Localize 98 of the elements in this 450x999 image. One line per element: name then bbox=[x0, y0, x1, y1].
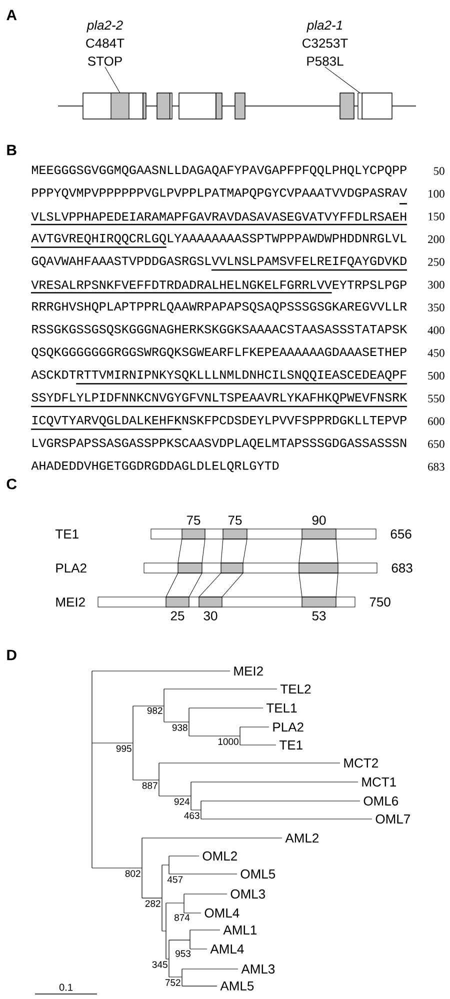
bootstrap-value: 938 bbox=[172, 724, 188, 731]
bootstrap-value: 874 bbox=[174, 914, 190, 921]
bootstrap-value: 995 bbox=[116, 745, 132, 752]
domain-box bbox=[302, 596, 336, 608]
position-number: 550 bbox=[428, 394, 444, 402]
alignment-connector bbox=[166, 572, 202, 598]
position-number: 683 bbox=[428, 462, 444, 471]
bootstrap-value: 463 bbox=[184, 812, 200, 819]
bootstrap-value: 752 bbox=[165, 979, 180, 986]
position-number: 350 bbox=[428, 304, 444, 312]
sequence-line: AHADEDDVHGETGGDRGDDAGLDLELQRLGYTD bbox=[31, 461, 279, 472]
sequence-line: VLSLVPPHAPEDEIARAMAPFGAVRAVDASAVASEGVATVYFFDLRSAEH bbox=[31, 212, 406, 221]
sequence-line: LVGRSPAPSSASGASSPPKSCAASVDPLAQELMTAPSSSGDGASSASSSN bbox=[32, 438, 406, 450]
position-number: 50 bbox=[434, 167, 444, 175]
alignment-connector bbox=[198, 572, 244, 598]
alignment-connector bbox=[298, 538, 338, 564]
protein-name: MEI2 bbox=[56, 597, 85, 607]
identity-value: 53 bbox=[312, 611, 326, 620]
scale-label: 0.1 bbox=[59, 984, 72, 991]
identity-value: 75 bbox=[228, 516, 242, 525]
panel-letter: B bbox=[7, 144, 16, 156]
taxon-label: AML2 bbox=[285, 833, 318, 843]
taxon-label: AML1 bbox=[223, 926, 257, 934]
alignment-connector bbox=[220, 538, 248, 564]
position-number: 200 bbox=[428, 235, 444, 244]
taxon-label: OML2 bbox=[202, 851, 237, 861]
panel-letter: D bbox=[7, 650, 16, 660]
protein-name: TE1 bbox=[56, 530, 78, 538]
taxon-label: TEL2 bbox=[280, 684, 311, 694]
bootstrap-value: 1000 bbox=[218, 738, 238, 745]
bootstrap-value: 282 bbox=[145, 900, 160, 907]
protein-length: 656 bbox=[390, 529, 412, 539]
position-number: 300 bbox=[428, 280, 444, 289]
position-number: 450 bbox=[428, 349, 444, 357]
taxon-label: PLA2 bbox=[273, 722, 304, 732]
panel-letter: C bbox=[6, 478, 17, 490]
sequence-line: ICQVTYARVQGLDALKEHFKNSKFPCDSDEYLPVVFSPPRDGKLLTEPVP bbox=[32, 416, 406, 427]
domain-box bbox=[298, 562, 338, 574]
domain-box bbox=[302, 528, 336, 540]
taxon-label: TE1 bbox=[280, 740, 302, 750]
domain-box bbox=[178, 562, 202, 574]
protein-length: 683 bbox=[392, 563, 412, 573]
leader-line bbox=[104, 66, 120, 94]
sequence-line: RSSGKGSSGSQSKGGGNAGHERKSKGGKSAAAACSTAASASSSTATAPSK bbox=[32, 324, 408, 336]
taxon-label: OML6 bbox=[364, 796, 398, 806]
identity-value: 75 bbox=[186, 516, 200, 525]
sequence-line: MEEGGGSGVGGMQGAASNLLDAGAQAFYPAVGAPFPFQQLPHQLYCPQPP bbox=[32, 166, 406, 176]
exon-box bbox=[358, 92, 362, 120]
taxon-label: AML5 bbox=[220, 981, 254, 991]
sequence-line: RRRGHVSHQPLAPTPPRLQAAWRPAPAPSQSAQPSSSGSGKAREGVVLLR bbox=[32, 302, 407, 313]
taxon-label: OML7 bbox=[376, 814, 410, 824]
domain-box bbox=[220, 562, 244, 574]
mutation-label: pla2-1 C3253T P583L bbox=[302, 20, 348, 66]
taxon-label: AML3 bbox=[241, 964, 275, 974]
taxon-label: MCT1 bbox=[362, 777, 396, 787]
taxon-label: MCT2 bbox=[344, 758, 378, 768]
protein-name: PLA2 bbox=[56, 563, 86, 573]
position-number: 600 bbox=[428, 417, 444, 426]
position-number: 150 bbox=[428, 212, 444, 220]
bootstrap-value: 802 bbox=[125, 870, 140, 877]
mutation-label: pla2-2 C484T STOP bbox=[86, 20, 124, 66]
sequence-line: PPPYQVMPVPPPPPPVGLPVPPLPATMAPQPGYCVPAAATVVDGPASRAV bbox=[32, 188, 408, 200]
taxon-label: OML3 bbox=[230, 889, 266, 899]
domain-box bbox=[222, 528, 248, 540]
domain-box bbox=[182, 528, 206, 540]
leader-line bbox=[324, 66, 360, 94]
bootstrap-value: 924 bbox=[174, 798, 190, 805]
protein-length: 750 bbox=[370, 597, 390, 607]
sequence-line: QSQKGGGGGGGRGGSWRGQKSGWEARFLFKEPEAAAAAAGDAAASETHEP bbox=[32, 348, 406, 358]
sequence-line: GQAVWAHFAAASTVPDDGASRGSLVVLNSLPAMSVFELREIFQAYGDVKD bbox=[32, 256, 406, 268]
taxon-label: OML5 bbox=[240, 869, 276, 879]
position-number: 400 bbox=[428, 326, 444, 334]
position-number: 100 bbox=[428, 190, 444, 198]
position-number: 500 bbox=[428, 372, 444, 380]
exon-box bbox=[110, 92, 130, 120]
sequence-line: VRESALRPSNKFVEFFDTRDADRALHELNGKELFGRRLVVEYTRPSLPGP bbox=[31, 280, 406, 289]
taxon-label: TEL1 bbox=[266, 704, 297, 712]
sequence-line: AVTGVREQHIRQQCRLGQLYAAAAAAAASSPTWPPPAWDWPHDDNRGLVL bbox=[31, 234, 406, 245]
sequence-line: ASCKDTRTTVMIRNIPNKYSQKLLLNMLDNHCILSNQQIEASCEDEAQPF bbox=[31, 370, 406, 382]
position-number: 250 bbox=[428, 258, 444, 266]
identity-value: 25 bbox=[170, 611, 184, 620]
panel-letter: A bbox=[6, 10, 17, 20]
sequence-line: SSYDFLYLPIDFNNKCNVGYGFVNLTSPEAAVRLYKAFHKQPWEVFNSRK bbox=[32, 393, 408, 404]
alignment-connector bbox=[178, 538, 206, 564]
taxon-label: MEI2 bbox=[234, 666, 263, 676]
identity-value: 90 bbox=[312, 516, 326, 525]
bootstrap-value: 982 bbox=[147, 707, 162, 714]
bootstrap-value: 953 bbox=[176, 950, 190, 957]
taxon-label: OML4 bbox=[204, 908, 240, 918]
alignment-connector bbox=[298, 572, 338, 598]
domain-box bbox=[198, 596, 222, 608]
identity-value: 30 bbox=[204, 611, 218, 620]
bootstrap-value: 887 bbox=[142, 782, 158, 789]
bootstrap-value: 457 bbox=[167, 876, 183, 883]
taxon-label: AML4 bbox=[210, 944, 244, 954]
domain-box bbox=[166, 596, 190, 608]
position-number: 650 bbox=[428, 440, 444, 448]
bootstrap-value: 345 bbox=[152, 961, 168, 968]
